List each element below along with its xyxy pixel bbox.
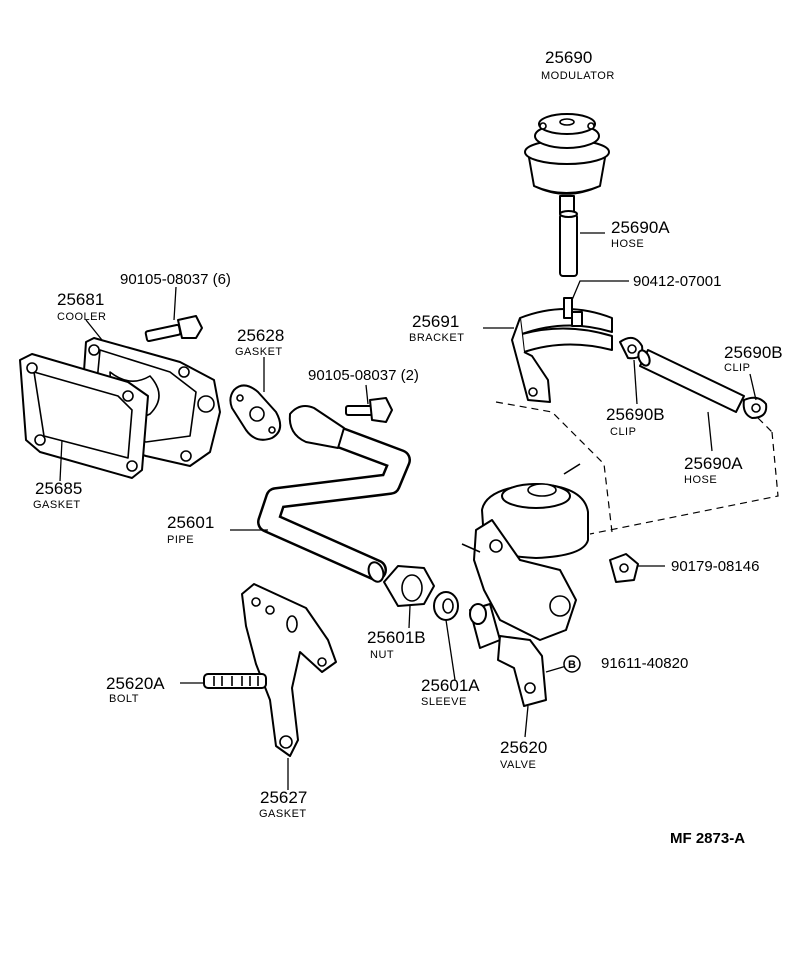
callout-number: 25601 [167, 513, 214, 532]
sleeve-part [433, 591, 459, 621]
callout-clip-right: 25690B CLIP [724, 343, 783, 374]
callout-pipe: 25601 PIPE [167, 513, 214, 546]
bottom-gasket-part [241, 583, 337, 757]
callout-name: CLIP [724, 362, 750, 374]
pipe-part [257, 405, 411, 583]
modulator-part [524, 113, 610, 215]
callout-cooler: 25681 COOLER [57, 290, 106, 323]
callout-name: COOLER [57, 311, 106, 323]
dashed-connectors [495, 401, 779, 535]
callout-bolt-b: B 91611-40820 [563, 655, 688, 673]
pipe-bolt-part [345, 397, 393, 423]
callout-name: NUT [370, 649, 394, 661]
callout-number: 90412-07001 [633, 273, 721, 290]
callout-number: 25685 [35, 479, 82, 498]
b-marker-letter: B [568, 659, 576, 671]
callout-number: 90179-08146 [671, 558, 759, 575]
leader-lines [59, 232, 757, 790]
clip-mid-part [619, 336, 644, 360]
b-marker-circle [563, 655, 581, 673]
callout-number: 25690 [545, 48, 592, 67]
callout-gasket-large: 25685 GASKET [33, 479, 82, 511]
callout-number: 25620A [106, 674, 165, 693]
callout-name: BRACKET [409, 332, 464, 344]
lower-hose-part [637, 349, 745, 413]
callout-number: 25690A [611, 218, 670, 237]
callout-name: SLEEVE [421, 696, 467, 708]
callout-name: GASKET [259, 808, 307, 820]
callout-number: 25690B [606, 405, 665, 424]
callout-bolt-cooler: 90105-08037 (6) [120, 271, 231, 288]
callout-valve: 25620 VALVE [500, 738, 547, 771]
callout-number: 25681 [57, 290, 104, 309]
callout-number: 25601A [421, 676, 480, 695]
callout-nut: 25601B NUT [367, 628, 426, 661]
callout-name: GASKET [235, 346, 283, 358]
callout-gasket-bottom: 25627 GASKET [259, 788, 307, 820]
callout-hose-lower: 25690A HOSE [684, 454, 743, 486]
callout-number: 25620 [500, 738, 547, 757]
callout-gasket-small: 25628 GASKET [235, 326, 284, 358]
callout-bracket-screw: 90412-07001 [633, 273, 721, 290]
small-gasket-part [229, 384, 282, 441]
clip-right-part [742, 396, 768, 419]
valve-clamp-part [609, 553, 639, 583]
callout-name: GASKET [33, 499, 81, 511]
callout-name: VALVE [500, 759, 536, 771]
callout-bracket: 25691 BRACKET [409, 312, 464, 344]
callout-bolt-stud: 25620A BOLT [106, 674, 165, 705]
callout-number: 90105-08037 (6) [120, 271, 231, 288]
callout-number: 25690B [724, 343, 783, 362]
callout-sleeve: 25601A SLEEVE [421, 676, 480, 708]
valve-part [461, 463, 589, 707]
callout-number: 91611-40820 [601, 655, 688, 672]
callout-number: 90105-08037 (2) [308, 367, 419, 384]
callout-modulator: 25690 MODULATOR [541, 48, 615, 82]
cooler-bolt-part [144, 315, 203, 343]
callout-number: 25691 [412, 312, 459, 331]
callout-number: 25627 [260, 788, 307, 807]
callout-name: PIPE [167, 534, 194, 546]
callout-number: 25628 [237, 326, 284, 345]
callout-number: 25690A [684, 454, 743, 473]
callout-number: 25601B [367, 628, 426, 647]
nut-part [383, 565, 435, 607]
callout-name: MODULATOR [541, 70, 615, 82]
callout-bolt-pipe: 90105-08037 (2) [308, 367, 419, 384]
callout-clamp-valve: 90179-08146 [671, 558, 759, 575]
callout-clip-mid: 25690B CLIP [606, 405, 665, 438]
callout-name: CLIP [610, 426, 636, 438]
stud-bolt-part [203, 673, 267, 689]
bracket-part [511, 297, 613, 403]
upper-hose-part [559, 210, 578, 277]
callout-name: HOSE [684, 474, 717, 486]
callout-hose-upper: 25690A HOSE [611, 218, 670, 250]
figure-code: MF 2873-A [670, 830, 745, 847]
callout-name: BOLT [109, 693, 139, 705]
large-gasket-part [19, 353, 149, 479]
callout-name: HOSE [611, 238, 644, 250]
